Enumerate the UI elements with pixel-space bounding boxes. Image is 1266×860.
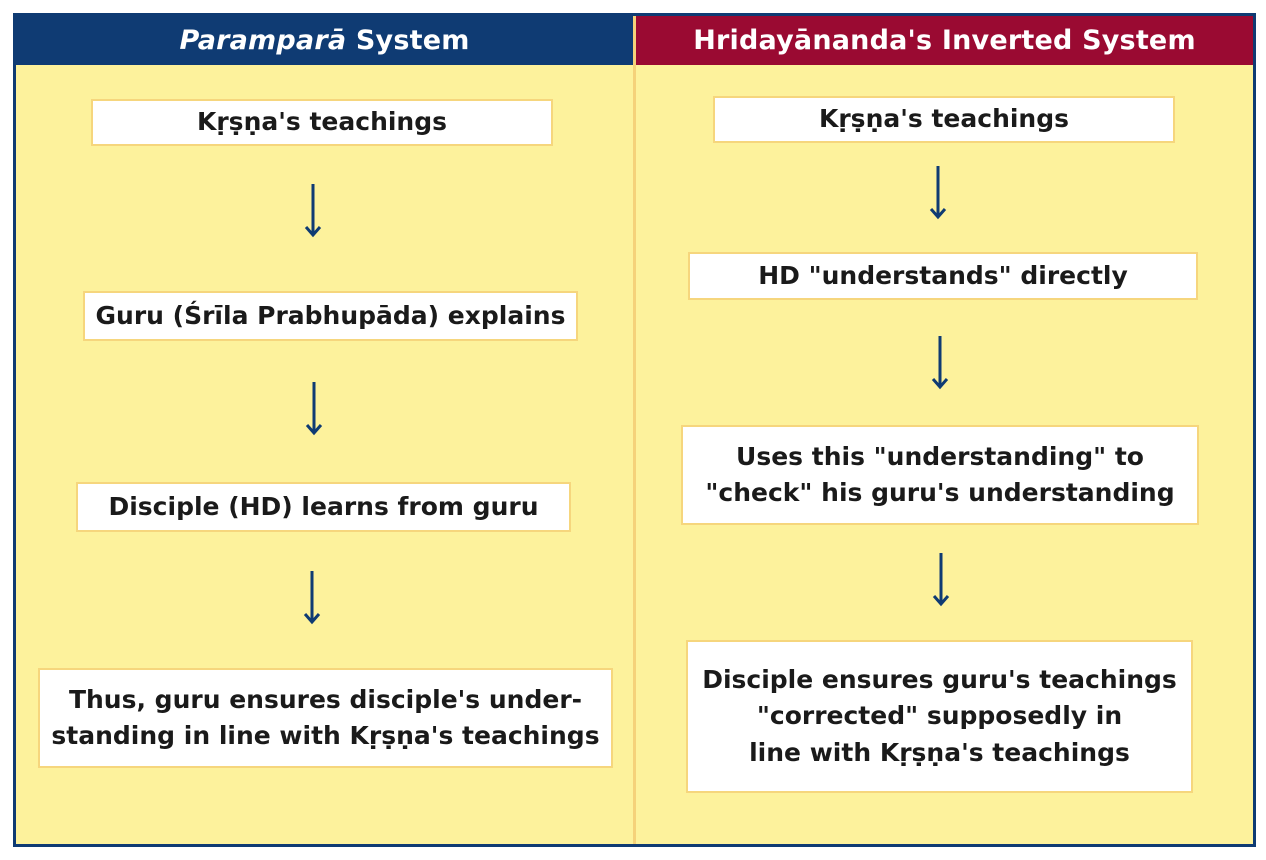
right-step-3-text: Uses this "understanding" to "check" his… [705, 441, 1175, 507]
parampara-title-rest: System [346, 25, 470, 56]
parampara-header: Paramparā System [16, 16, 633, 65]
left-step-3-text: Disciple (HD) learns from guru [108, 491, 539, 521]
panel-divider [633, 16, 636, 844]
down-arrow-icon [931, 336, 949, 390]
right-step-1-text: Kṛṣṇa's teachings [818, 104, 1070, 134]
left-step-guru-ensures: Thus, guru ensures disciple's under- sta… [38, 668, 613, 768]
right-step-uses-understanding: Uses this "understanding" to "check" his… [681, 425, 1199, 525]
diagram-frame: Paramparā System Kṛṣṇa's teachings Guru … [13, 13, 1256, 847]
inverted-panel: Hridayānanda's Inverted System Kṛṣṇa's t… [636, 16, 1253, 844]
parampara-panel: Paramparā System Kṛṣṇa's teachings Guru … [16, 16, 633, 844]
left-step-2-text: Guru (Śrīla Prabhupāda) explains [95, 300, 566, 330]
parampara-title-italic: Paramparā [179, 25, 347, 56]
left-step-disciple-learns: Disciple (HD) learns from guru [76, 482, 571, 532]
right-step-krsna-teachings: Kṛṣṇa's teachings [713, 96, 1175, 143]
down-arrow-icon [304, 184, 322, 238]
left-step-guru-explains: Guru (Śrīla Prabhupāda) explains [83, 291, 578, 341]
inverted-title: Hridayānanda's Inverted System [693, 25, 1196, 56]
left-step-1-text: Kṛṣṇa's teachings [196, 107, 448, 137]
right-step-disciple-ensures: Disciple ensures guru's teachings "corre… [686, 640, 1193, 793]
right-step-hd-understands: HD "understands" directly [688, 252, 1198, 300]
inverted-header: Hridayānanda's Inverted System [636, 16, 1253, 65]
down-arrow-icon [929, 166, 947, 220]
left-step-4-text: Thus, guru ensures disciple's under- sta… [51, 684, 600, 750]
down-arrow-icon [932, 553, 950, 607]
down-arrow-icon [303, 571, 321, 625]
right-step-2-text: HD "understands" directly [758, 260, 1128, 290]
right-step-4-text: Disciple ensures guru's teachings "corre… [702, 665, 1177, 767]
down-arrow-icon [305, 382, 323, 436]
left-step-krsna-teachings: Kṛṣṇa's teachings [91, 99, 553, 146]
